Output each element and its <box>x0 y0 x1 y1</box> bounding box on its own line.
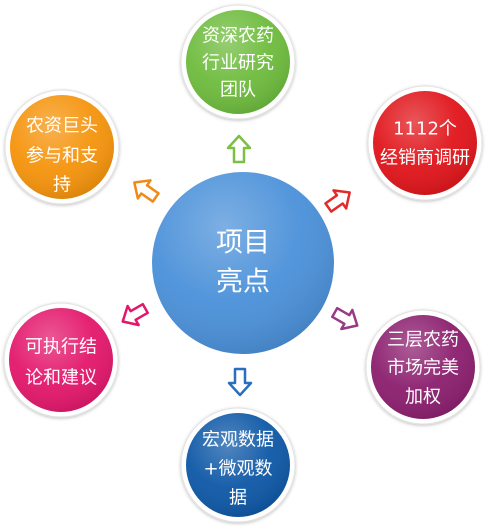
arrow-bottom <box>227 367 253 397</box>
arrow-upper-right <box>324 189 351 213</box>
node-upper-right-line-2: 经销商调研 <box>380 148 470 169</box>
node-top-shine <box>186 10 290 114</box>
node-bottom-line-1: 宏观数据 <box>202 430 274 451</box>
arrow-lower-left <box>121 302 150 327</box>
node-bottom: 宏观数据 +微观数 据 <box>180 407 296 523</box>
node-upper-left-line-1: 农资巨头 <box>26 116 98 137</box>
node-upper-left-line-2: 参与和支 <box>26 146 98 167</box>
node-top-line-1: 资深农药 <box>202 26 274 47</box>
arrow-upper-right-shape <box>324 189 351 213</box>
node-bottom-line-3: 据 <box>229 488 247 509</box>
node-lower-right: 三层农药 市场完美 加权 <box>365 309 481 425</box>
arrow-lower-right-shape <box>330 306 359 331</box>
node-upper-right-shine <box>373 91 477 195</box>
node-top-line-3: 团队 <box>220 80 256 101</box>
node-upper-left-line-3: 持 <box>53 175 71 196</box>
arrow-bottom-shape <box>227 367 253 397</box>
node-top: 资深农药 行业研究 团队 <box>180 4 296 120</box>
node-upper-left-shine <box>10 95 114 199</box>
arrow-lower-left-shape <box>121 302 150 327</box>
node-lower-left-line-2: 论和建议 <box>25 368 97 389</box>
node-top-line-2: 行业研究 <box>202 53 274 74</box>
arrow-top-shape <box>226 134 252 164</box>
node-upper-right-line-1: 1112个 <box>393 119 457 140</box>
center-circle-shine <box>152 172 334 354</box>
arrow-upper-left-shape <box>133 179 160 203</box>
node-lower-right-line-2: 市场完美 <box>387 358 459 379</box>
node-lower-right-shine <box>371 315 475 419</box>
center-node: 项目 亮点 <box>152 172 334 354</box>
center-label-line-2: 亮点 <box>216 267 270 298</box>
node-lower-left-shine <box>9 308 113 412</box>
node-lower-left: 可执行结 论和建议 <box>3 302 119 418</box>
node-lower-left-line-1: 可执行结 <box>25 337 97 358</box>
node-lower-right-line-1: 三层农药 <box>387 330 459 351</box>
arrow-lower-right <box>330 306 359 331</box>
node-upper-left: 农资巨头 参与和支 持 <box>4 89 120 205</box>
arrow-upper-left <box>133 179 160 203</box>
node-lower-right-line-3: 加权 <box>405 387 441 408</box>
center-label-line-1: 项目 <box>216 228 270 259</box>
arrow-top <box>226 134 252 164</box>
node-bottom-line-2: +微观数 <box>203 459 272 480</box>
node-bottom-shine <box>186 413 290 517</box>
node-upper-right: 1112个 经销商调研 <box>367 85 483 201</box>
